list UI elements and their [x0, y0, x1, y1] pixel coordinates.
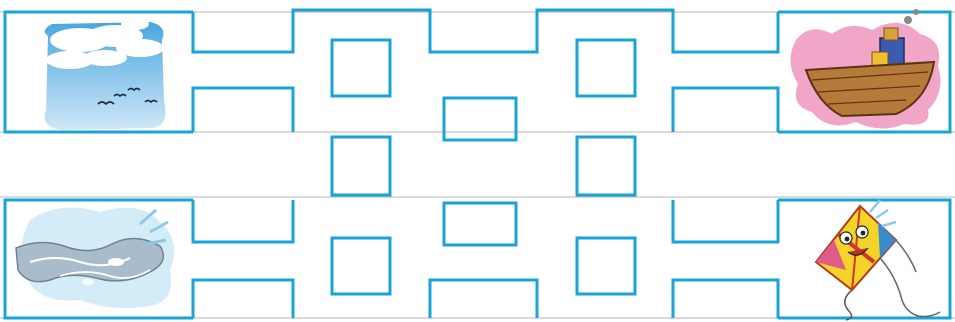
sky-picture	[45, 18, 166, 130]
block-right-2	[577, 137, 635, 195]
bottom-right-segment	[673, 280, 778, 318]
boat-picture	[790, 9, 940, 129]
mid-upper-left	[193, 88, 293, 132]
bottom-middle-segment	[430, 280, 537, 318]
bottom-left-segment	[193, 280, 293, 318]
block-left-1	[332, 40, 390, 96]
block-right-1	[577, 40, 635, 96]
water-picture	[16, 208, 174, 309]
mid-upper-right	[673, 88, 778, 132]
block-right-3	[577, 238, 635, 294]
top-boundary	[193, 10, 778, 52]
block-left-2	[332, 137, 390, 195]
block-center-1	[444, 98, 516, 140]
block-center-2	[444, 203, 516, 245]
kite-picture	[816, 200, 940, 320]
block-left-3	[332, 238, 390, 294]
mid-lower-left	[193, 200, 293, 242]
mid-lower-right	[673, 200, 778, 242]
kite-icon	[816, 200, 940, 320]
